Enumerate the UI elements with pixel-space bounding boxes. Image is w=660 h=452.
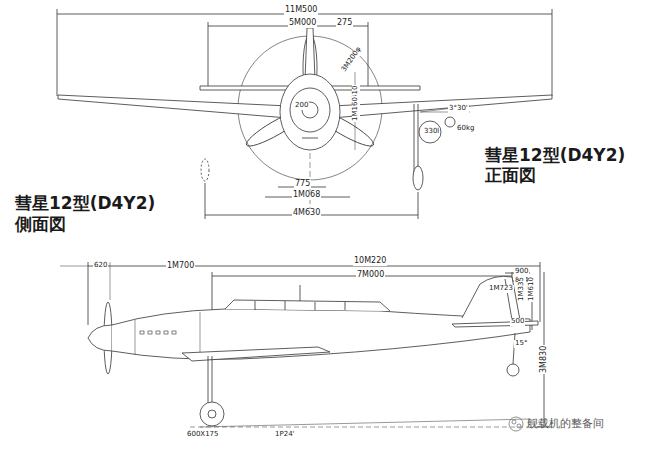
view-heading: 彗星12型(D4Y2)	[14, 194, 156, 213]
dimension-label: 500	[510, 318, 525, 326]
dimension-label: 15°	[514, 340, 528, 348]
dimension-label: 600X175	[186, 431, 220, 439]
view-heading: 彗星12型(D4Y2)	[484, 146, 626, 165]
dimension-label: 620	[93, 262, 108, 270]
dimension-label: 60kg	[456, 125, 475, 133]
dimension-label: 1M723	[488, 285, 514, 293]
dimension-label: 775	[294, 180, 311, 189]
side-view	[60, 262, 552, 427]
dimension-label: 4M630	[292, 209, 321, 218]
dimension-label: 275	[336, 19, 353, 28]
dimension-label: 7M000	[356, 271, 385, 280]
dimension-label: 1M610	[528, 276, 536, 302]
dimension-label: 3°30'	[448, 105, 469, 113]
dimension-label: 200	[294, 102, 309, 110]
view-heading: 側面図	[14, 215, 67, 234]
dimension-label: 10M220	[353, 257, 387, 266]
dimension-label: 1M160	[352, 96, 360, 122]
dimension-label: 1M700	[166, 262, 195, 271]
dimension-label: 3M200φ	[340, 45, 364, 74]
dimension-label: 330l	[423, 128, 440, 136]
front-view	[57, 9, 552, 219]
dimension-label: 5M000	[288, 19, 317, 28]
watermark: 舰载机的整备间	[526, 418, 605, 430]
watermark-icon	[509, 417, 523, 431]
dimension-label: 1P24'	[274, 431, 296, 439]
dimension-label: 1M068	[292, 191, 321, 200]
dimension-label: 1M335	[518, 276, 526, 302]
dimension-label: 900	[514, 268, 529, 276]
view-heading: 正面図	[484, 166, 537, 185]
dimension-label: 3M830	[540, 345, 549, 374]
dimension-label: 11M500	[284, 6, 318, 15]
